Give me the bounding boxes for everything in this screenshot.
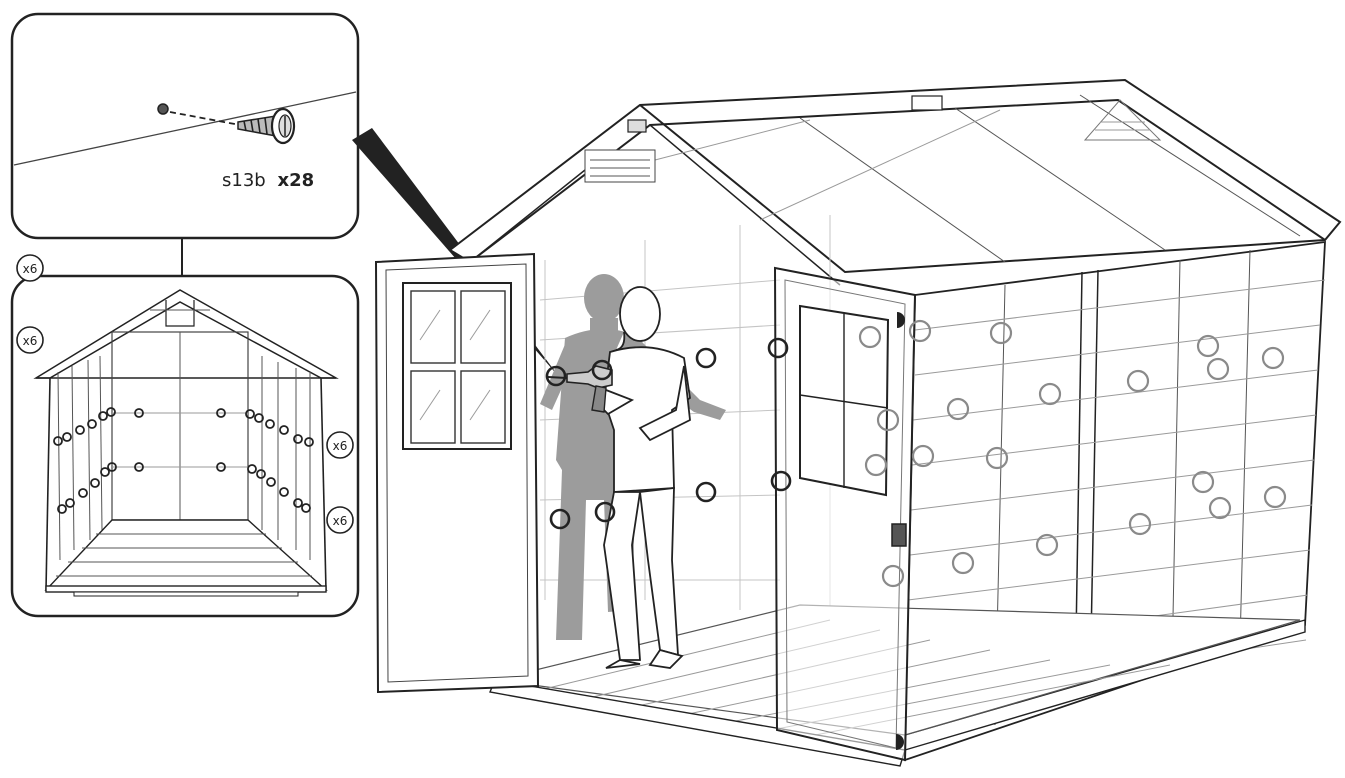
part-code-label: s13b (222, 170, 266, 191)
screw-hole-markers-side (858, 319, 1287, 588)
count-badge: x6 (326, 431, 354, 459)
svg-text:s13b x28: s13b x28 (222, 170, 314, 191)
right-door (773, 266, 917, 762)
svg-text:x6: x6 (23, 262, 38, 276)
worker-figure (594, 286, 691, 669)
shed-illustration (374, 78, 1342, 767)
drill-icon (547, 365, 613, 413)
screw-hole-markers-active (545, 337, 792, 530)
overview-hole-markers (53, 407, 314, 514)
screw-detail-callout: s13b x28 (10, 12, 360, 240)
svg-text:x6: x6 (333, 439, 348, 453)
svg-text:x6: x6 (333, 514, 348, 528)
count-badge: x6 (16, 254, 44, 282)
door-hinge-icon (897, 312, 905, 328)
screw-icon (237, 107, 296, 145)
pilot-hole-icon (157, 103, 169, 115)
quantity-label: x28 (277, 170, 314, 191)
count-badge: x6 (326, 506, 354, 534)
door-handle-icon (891, 523, 907, 547)
count-badge: x6 (16, 326, 44, 354)
svg-text:x6: x6 (23, 334, 38, 348)
left-door (374, 252, 540, 694)
door-hinge-icon (896, 734, 904, 750)
interior-overview-panel (10, 274, 360, 618)
